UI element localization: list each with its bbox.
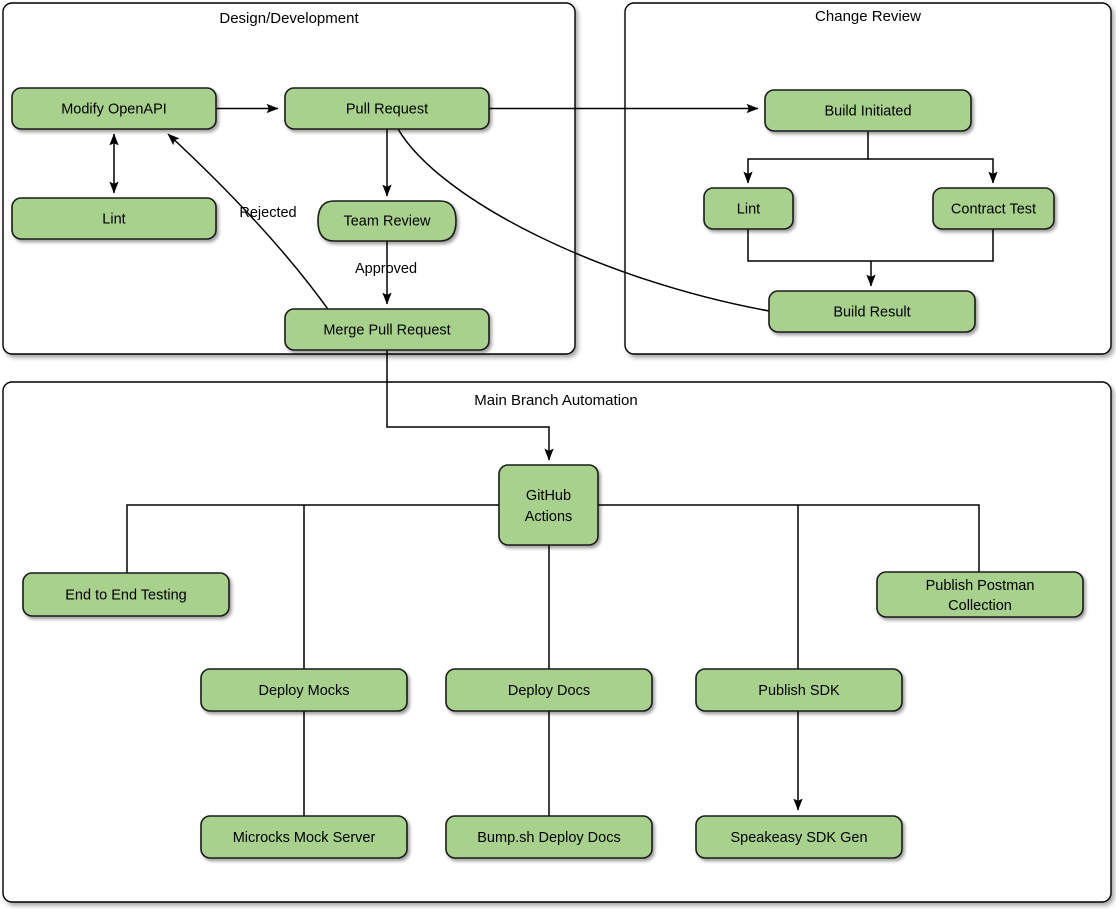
container-change-review: Change Review — [624, 2, 1112, 355]
node-end-to-end-testing[interactable]: End to End Testing — [22, 572, 230, 617]
container-main-branch-automation-rect — [2, 381, 1112, 903]
container-main-branch-automation: Main Branch Automation — [2, 381, 1112, 903]
container-design-development-title: Design/Development — [219, 10, 359, 27]
node-build-result-rect[interactable] — [768, 290, 976, 333]
node-deploy-mocks[interactable]: Deploy Mocks — [200, 668, 408, 712]
node-bump-sh-deploy-docs-rect[interactable] — [445, 815, 653, 859]
node-merge-pull-request-rect[interactable] — [284, 308, 490, 351]
node-lint-ci[interactable]: Lint — [703, 187, 794, 230]
node-team-review[interactable]: Team Review — [317, 200, 457, 242]
node-build-initiated-rect[interactable] — [764, 89, 972, 132]
edge-build-initiated-to-contract-test — [868, 158, 998, 184]
edge-merge-pull-request-to-github-actions — [386, 350, 554, 461]
edges-design-development — [109, 103, 770, 313]
node-lint-dev[interactable]: Lint — [11, 197, 217, 240]
node-pull-request-rect[interactable] — [284, 87, 490, 130]
edge-github-actions-to-end-to-end-testing — [126, 504, 499, 573]
node-speakeasy-sdk-gen-rect[interactable] — [695, 815, 903, 859]
node-contract-test[interactable]: Contract Test — [932, 187, 1055, 230]
node-bump-sh-deploy-docs[interactable]: Bump.sh Deploy Docs — [445, 815, 653, 859]
node-github-actions[interactable]: GitHub Actions — [498, 464, 599, 546]
node-contract-test-rect[interactable] — [932, 187, 1055, 230]
container-change-review-title: Change Review — [815, 8, 921, 25]
container-design-development-rect — [2, 2, 576, 355]
node-deploy-docs[interactable]: Deploy Docs — [445, 668, 653, 712]
node-deploy-docs-rect[interactable] — [445, 668, 653, 712]
node-speakeasy-sdk-gen[interactable]: Speakeasy SDK Gen — [695, 815, 903, 859]
node-end-to-end-testing-rect[interactable] — [22, 572, 230, 617]
node-merge-pull-request[interactable]: Merge Pull Request — [284, 308, 490, 351]
edges-main-branch-automation — [126, 350, 980, 816]
container-design-development: Design/Development — [2, 2, 576, 355]
node-publish-sdk[interactable]: Publish SDK — [695, 668, 903, 712]
edge-github-actions-to-publish-postman-collection — [598, 504, 980, 572]
container-change-review-rect — [624, 2, 1112, 355]
edge-label-approved: Approved — [355, 261, 417, 277]
node-pull-request[interactable]: Pull Request — [284, 87, 490, 130]
node-github-actions-rect[interactable] — [498, 464, 599, 546]
node-microcks-mock-server-rect[interactable] — [200, 815, 408, 859]
node-deploy-mocks-rect[interactable] — [200, 668, 408, 712]
node-build-initiated[interactable]: Build Initiated — [764, 89, 972, 132]
node-modify-openapi-rect[interactable] — [11, 87, 217, 130]
edge-pull-request-to-build-result — [397, 128, 770, 312]
edges-change-review — [743, 131, 998, 287]
node-build-result[interactable]: Build Result — [768, 290, 976, 333]
edge-team-review-rejected-to-modify-openapi — [167, 133, 331, 313]
edge-label-rejected: Rejected — [239, 205, 296, 221]
node-modify-openapi[interactable]: Modify OpenAPI — [11, 87, 217, 130]
edge-labels: Rejected Approved — [239, 205, 417, 277]
container-main-branch-automation-title: Main Branch Automation — [474, 392, 637, 409]
node-team-review-shape[interactable] — [317, 200, 457, 242]
node-publish-postman-collection-rect[interactable] — [876, 571, 1084, 618]
node-lint-dev-rect[interactable] — [11, 197, 217, 240]
node-microcks-mock-server[interactable]: Microcks Mock Server — [200, 815, 408, 859]
edge-build-initiated-to-lint — [743, 131, 869, 184]
node-lint-ci-rect[interactable] — [703, 187, 794, 230]
node-publish-sdk-rect[interactable] — [695, 668, 903, 712]
node-publish-postman-collection[interactable]: Publish Postman Collection — [876, 571, 1084, 618]
